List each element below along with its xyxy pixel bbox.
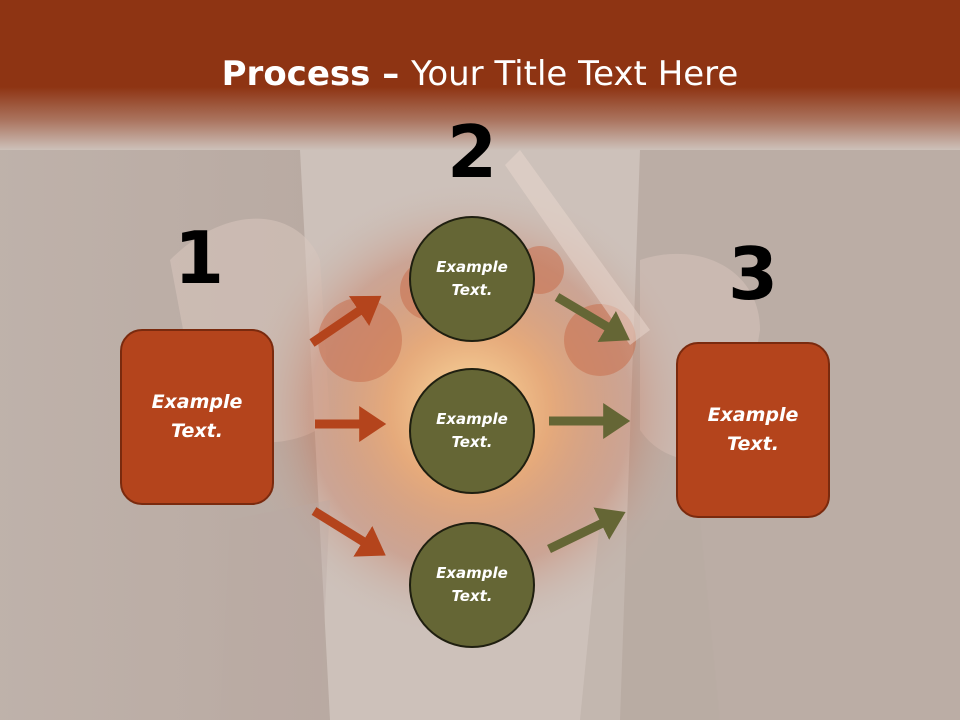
arrow-2-top-to-3 [554,293,630,342]
step-number-1: 1 [173,216,225,300]
arrow-2-bottom-to-3 [547,507,626,554]
middle-circle-bottom: Example Text. [409,522,535,648]
title-dash: – [370,54,412,94]
step-1-box: Example Text. [120,329,274,505]
title-rest: Your Title Text Here [411,54,739,94]
arrow-1-to-2-bottom [311,507,386,557]
middle-circle-middle-label: Example Text. [436,410,508,451]
middle-circle-bottom-label: Example Text. [436,564,508,605]
step-number-2: 2 [446,110,498,194]
step-3-box: Example Text. [676,342,830,518]
arrow-1-to-2-top [309,295,382,347]
title-bold: Process [221,54,371,94]
middle-circle-middle: Example Text. [409,368,535,494]
slide-title: Process – Your Title Text Here [0,52,960,96]
step-3-label: Example Text. [707,404,799,455]
step-number-3: 3 [727,232,779,316]
step-1-label: Example Text. [151,391,243,442]
middle-circle-top-label: Example Text. [436,258,508,299]
middle-circle-top: Example Text. [409,216,535,342]
title-band [0,0,960,150]
